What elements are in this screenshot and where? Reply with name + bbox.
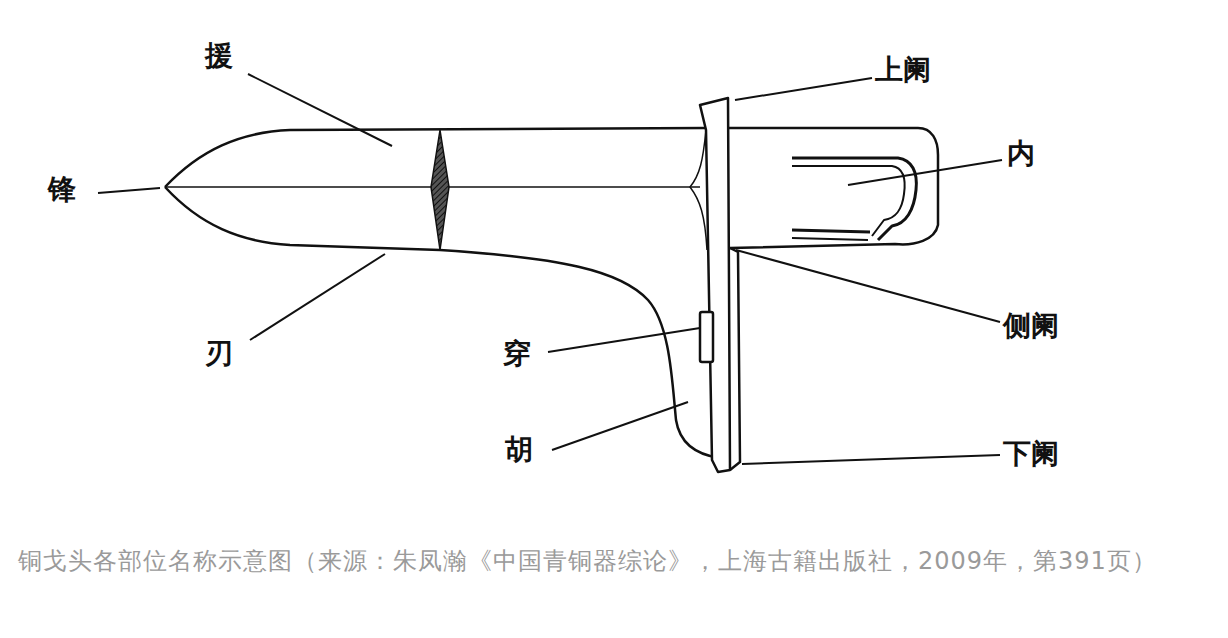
nei-tang [728, 128, 938, 248]
leader-line [735, 78, 872, 100]
leader-line [248, 74, 392, 146]
part-label: 锋 [48, 176, 76, 204]
figure-caption: 铜戈头各部位名称示意图（来源：朱凤瀚《中国青铜器综论》，上海古籍出版社，2009… [18, 534, 1213, 588]
cross-section [431, 130, 449, 250]
nei-groove [792, 158, 916, 240]
side-lan [730, 248, 740, 470]
part-label: 内 [1007, 140, 1035, 168]
lan-ridge [700, 98, 730, 472]
part-label: 援 [205, 42, 233, 70]
leader-line [98, 188, 160, 193]
part-label: 侧阑 [1003, 312, 1059, 340]
nei-groove-lower-inner [792, 238, 868, 240]
ge-outline [165, 98, 938, 472]
part-label: 下阑 [1003, 440, 1059, 468]
leader-line [250, 254, 385, 340]
lan-join [690, 130, 707, 250]
part-label: 胡 [505, 436, 533, 464]
part-label: 穿 [503, 340, 531, 368]
part-label: 上阑 [875, 56, 931, 84]
part-label: 刃 [205, 340, 233, 368]
nei-groove-lower [792, 230, 870, 232]
leader-line [848, 160, 1002, 185]
leader-line [736, 250, 1000, 322]
nei-groove-inner [792, 166, 905, 236]
leader-lines [98, 74, 1002, 464]
chuan-slot [700, 312, 713, 362]
leader-line [548, 328, 700, 352]
leader-line [742, 455, 1000, 464]
leader-line [552, 402, 688, 450]
